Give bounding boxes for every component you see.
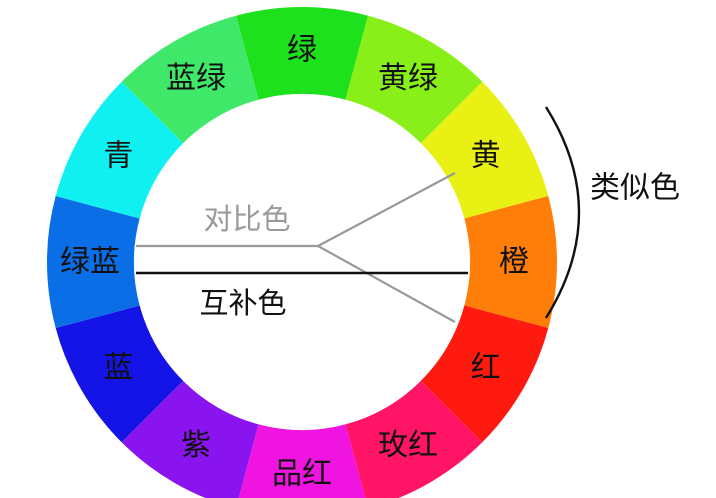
wheel-segment bbox=[345, 15, 483, 144]
relation-lines bbox=[136, 172, 468, 323]
wheel-segment-label: 紫 bbox=[181, 428, 211, 463]
wheel-segment-label: 绿 bbox=[287, 33, 317, 68]
contrast-line-to-red bbox=[317, 245, 456, 323]
analogous-bracket bbox=[544, 106, 581, 319]
wheel-segment bbox=[420, 81, 549, 219]
wheel-segment bbox=[420, 305, 549, 443]
wheel-segment bbox=[238, 424, 366, 498]
wheel-segment-label: 品红 bbox=[272, 457, 332, 492]
complementary-color-label: 互补色 bbox=[199, 286, 286, 320]
wheel-segment bbox=[345, 380, 483, 498]
analogous-color-label: 类似色 bbox=[590, 171, 680, 206]
wheel-segment bbox=[55, 81, 184, 219]
wheel-segment-label: 绿蓝 bbox=[60, 245, 120, 280]
wheel-segment-label: 橙 bbox=[499, 245, 529, 280]
contrast-line-to-yellow bbox=[317, 172, 456, 247]
wheel-segment-label: 蓝绿 bbox=[166, 61, 226, 96]
wheel-segment bbox=[236, 6, 368, 100]
wheel-segment-label: 蓝 bbox=[103, 351, 133, 386]
wheel-segment bbox=[121, 15, 259, 144]
wheel-center bbox=[134, 94, 470, 430]
wheel-segment-label: 青 bbox=[103, 139, 133, 174]
wheel-segment bbox=[121, 380, 259, 498]
wheel-segment-label: 黄绿 bbox=[378, 61, 438, 96]
wheel-segment-label: 红 bbox=[471, 351, 501, 386]
wheel-segment-label: 玫红 bbox=[378, 428, 438, 463]
wheel-segment bbox=[55, 305, 184, 443]
wheel-segment bbox=[464, 196, 558, 328]
wheel-segment-label: 黄 bbox=[471, 139, 501, 174]
contrast-color-label: 对比色 bbox=[203, 202, 290, 236]
wheel-segment bbox=[47, 196, 140, 328]
